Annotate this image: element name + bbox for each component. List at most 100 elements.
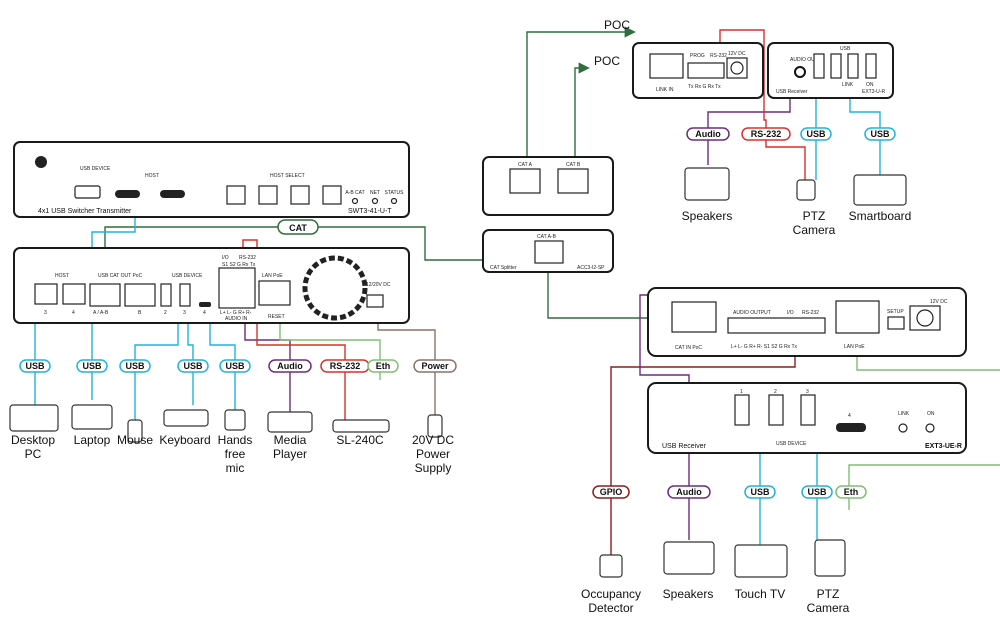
power-port[interactable] xyxy=(366,294,384,308)
label-text: USB xyxy=(125,361,145,371)
smartboard-icon xyxy=(853,174,907,206)
svg-text:ACC3-I2-SP: ACC3-I2-SP xyxy=(577,265,605,271)
device-label: Laptop xyxy=(74,433,111,447)
cat-ab-port[interactable] xyxy=(534,240,564,264)
device-label: Touch TV xyxy=(735,587,785,601)
usb-port[interactable] xyxy=(768,394,784,426)
usb-a-port[interactable] xyxy=(74,185,101,199)
terminal-block[interactable] xyxy=(218,267,256,309)
label-text: Eth xyxy=(844,487,859,497)
svg-text:CAT Splitter: CAT Splitter xyxy=(490,265,517,271)
svg-text:USB Receiver: USB Receiver xyxy=(776,89,808,95)
setup-dip-switch[interactable] xyxy=(887,316,905,330)
device-label: PC xyxy=(25,447,42,461)
label-text: Power xyxy=(421,361,449,371)
dc-jack[interactable] xyxy=(730,61,744,75)
label-text: GPIO xyxy=(600,487,623,497)
transmitter-rear-panel: HOST USB CAT OUT PoC USB DEVICE I/O RS-2… xyxy=(13,247,410,324)
device-sl-240c: SL-240C xyxy=(332,419,390,447)
rj45-port-a[interactable] xyxy=(89,283,121,307)
device-label: Player xyxy=(273,447,307,461)
svg-text:LINK: LINK xyxy=(898,411,910,417)
svg-text:12V DC: 12V DC xyxy=(930,299,948,305)
label-usb: USB xyxy=(800,127,832,141)
usb-c-port[interactable] xyxy=(115,190,140,198)
svg-text:HOST: HOST xyxy=(55,273,69,279)
cat-wire-splitter xyxy=(547,272,690,319)
link-in-port[interactable] xyxy=(649,53,684,79)
svg-text:HOST: HOST xyxy=(145,173,159,179)
usb-port[interactable] xyxy=(830,53,842,79)
usb-c-port[interactable] xyxy=(160,190,185,198)
svg-text:4: 4 xyxy=(72,310,75,316)
svg-text:I/O: I/O xyxy=(787,310,794,316)
label-usb: USB xyxy=(177,359,209,373)
label-usb: USB xyxy=(744,485,776,499)
svg-text:USB Receiver: USB Receiver xyxy=(662,443,707,450)
device-label: Camera xyxy=(793,223,836,237)
poc-wire-b xyxy=(574,62,590,157)
svg-text:B: B xyxy=(138,310,142,316)
ptz-camera-icon xyxy=(814,539,846,577)
ext3-u-r-panel: AUDIO OUT USB LINK ON USB Receiver EXT3-… xyxy=(767,42,894,99)
label-usb: USB xyxy=(19,359,51,373)
rx-link-in-panel: LINK IN PROG RS-232 Tx Rx G Rx Tx 12V DC xyxy=(632,42,764,99)
host-select-buttons[interactable] xyxy=(226,185,342,205)
dc-jack[interactable] xyxy=(916,309,934,327)
usb-port[interactable] xyxy=(847,53,859,79)
svg-text:3: 3 xyxy=(806,389,809,395)
lan-port[interactable] xyxy=(258,280,291,306)
label-text: Audio xyxy=(277,361,303,371)
cat-a-port[interactable] xyxy=(509,168,541,194)
usb-c-port[interactable] xyxy=(836,423,866,432)
usb-port[interactable] xyxy=(865,53,877,79)
usb-c-port[interactable] xyxy=(199,302,211,307)
ext3-rear-panel: CAT IN PoC AUDIO OUTPUT I/O RS-232 L+ L-… xyxy=(647,287,967,357)
device-label: Keyboard xyxy=(159,433,210,447)
rj45-port-b[interactable] xyxy=(124,283,156,307)
desktop-pc-icon xyxy=(9,404,59,432)
svg-text:2: 2 xyxy=(164,310,167,316)
usb-b-port[interactable] xyxy=(34,283,58,305)
media-player-icon xyxy=(267,411,313,433)
usb-a-port[interactable] xyxy=(160,283,172,307)
svg-text:L+ L- G R+ R- S1 S2 G Rx Tx: L+ L- G R+ R- S1 S2 G Rx Tx xyxy=(731,344,798,350)
terminal-block[interactable] xyxy=(687,62,725,79)
keyboard-icon xyxy=(163,409,209,427)
cat-b-port[interactable] xyxy=(557,168,589,194)
label-text: USB xyxy=(870,129,890,139)
led-label-status: STATUS xyxy=(385,190,405,196)
usb-b-port[interactable] xyxy=(62,283,86,305)
svg-text:USB DEVICE: USB DEVICE xyxy=(776,441,807,447)
label-usb: USB xyxy=(801,485,833,499)
svg-text:RS-232: RS-232 xyxy=(710,53,727,59)
device-speakers: Speakers xyxy=(682,167,732,223)
svg-text:ON: ON xyxy=(866,82,874,88)
svg-text:LINK: LINK xyxy=(842,82,854,88)
usb-a-port[interactable] xyxy=(179,283,191,307)
terminal-blocks[interactable] xyxy=(727,317,826,334)
device-label: Media xyxy=(274,433,307,447)
device-label: Speakers xyxy=(663,587,714,601)
device-speakers: Speakers xyxy=(663,541,715,601)
poc-label: POC xyxy=(594,54,620,68)
usb-port[interactable] xyxy=(800,394,816,426)
usb-port[interactable] xyxy=(813,53,825,79)
cat-in-port[interactable] xyxy=(671,301,717,333)
svg-text:EXT3-U-R: EXT3-U-R xyxy=(862,89,885,95)
label-eth: Eth xyxy=(367,359,399,373)
label-text: USB xyxy=(183,361,203,371)
device-label: 20V DC xyxy=(412,433,454,447)
audio-out-jack[interactable] xyxy=(794,66,806,78)
svg-text:PROG: PROG xyxy=(690,53,705,59)
svg-text:CAT A: CAT A xyxy=(518,162,533,168)
touch-tv-icon xyxy=(734,544,788,578)
svg-text:LAN PoE: LAN PoE xyxy=(844,344,865,350)
usb-port[interactable] xyxy=(734,394,750,426)
lan-port[interactable] xyxy=(835,300,880,334)
device-mouse: Mouse xyxy=(117,419,153,447)
label-text: USB xyxy=(82,361,102,371)
